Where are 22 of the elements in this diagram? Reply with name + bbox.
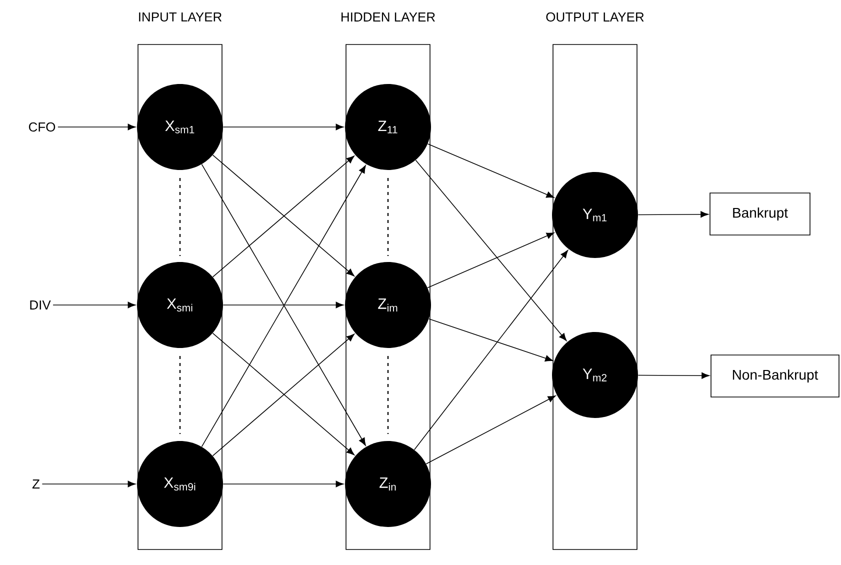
output-box: Bankrupt — [710, 192, 810, 236]
arrow — [638, 372, 710, 379]
arrow — [638, 211, 708, 218]
arrow — [42, 480, 136, 488]
arrow — [428, 318, 553, 362]
input-label: Z — [32, 480, 40, 488]
arrow — [427, 144, 554, 198]
arrow — [222, 302, 344, 308]
layer-heading: HIDDEN LAYER — [342, 12, 435, 22]
arrow — [415, 160, 567, 341]
output-box: Non-Bankrupt — [710, 354, 840, 398]
arrow — [52, 302, 136, 308]
layer-heading: INPUT LAYER — [139, 12, 222, 22]
input-label: CFO — [28, 122, 56, 132]
arrow — [427, 232, 554, 288]
arrow — [58, 124, 136, 130]
input-label: DIV — [30, 300, 51, 310]
arrow — [414, 250, 568, 450]
layer-heading: OUTPUT LAYER — [546, 12, 644, 22]
arrow — [222, 124, 344, 130]
arrow — [222, 480, 344, 488]
arrow — [426, 395, 556, 464]
